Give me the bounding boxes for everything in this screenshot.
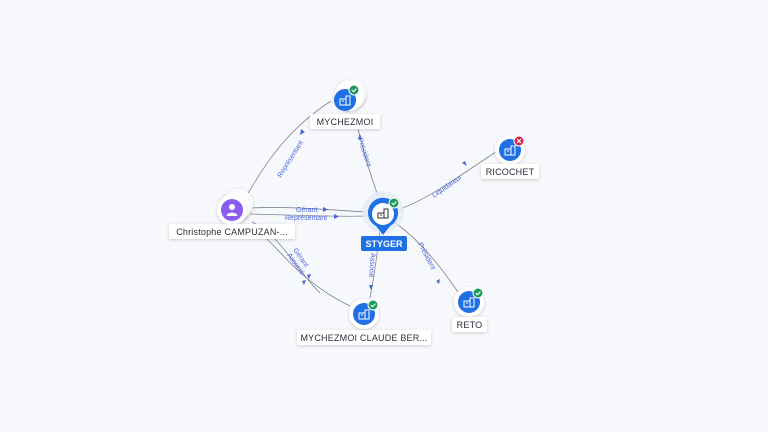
node-label: RICOCHET xyxy=(486,167,535,177)
building-icon xyxy=(339,95,351,106)
check-icon xyxy=(391,201,397,206)
check-icon xyxy=(475,291,481,296)
edge-label-liquidateur: Liquidateur xyxy=(431,174,464,200)
building-icon xyxy=(358,309,370,320)
arrow-representant-mid xyxy=(334,214,339,219)
check-icon xyxy=(370,303,376,308)
arrow-president-top xyxy=(358,134,362,139)
node-reto[interactable]: RETO xyxy=(452,287,487,332)
node-person[interactable]: Christophe CAMPUZAN-... xyxy=(169,189,295,239)
node-label: Christophe CAMPUZAN-... xyxy=(176,227,288,237)
edge-label-president-top: Président xyxy=(356,137,372,167)
person-icon xyxy=(226,204,238,216)
node-mychezmoi-claude-ber[interactable]: MYCHEZMOI CLAUDE BER... xyxy=(297,299,431,345)
arrow-gerant-lower xyxy=(307,274,311,279)
edge-person-styger-representant[interactable] xyxy=(249,213,367,217)
arrow-associe-styger xyxy=(369,285,373,290)
arrow-liquidateur xyxy=(462,161,467,166)
node-ricochet[interactable]: RICOCHET xyxy=(481,135,539,179)
edge-styger-reto[interactable] xyxy=(393,221,459,293)
node-mychezmoi[interactable]: MYCHEZMOI xyxy=(310,79,380,129)
edge-label-associe-styger: Associé xyxy=(367,253,376,278)
edge-label-president-reto: Président xyxy=(416,242,436,271)
building-icon xyxy=(504,145,516,156)
building-icon xyxy=(463,297,475,308)
active-badge xyxy=(388,197,400,209)
close-icon xyxy=(516,138,522,144)
active-badge xyxy=(367,299,379,311)
center-label-box xyxy=(361,236,407,251)
edge-styger-ricochet[interactable] xyxy=(396,151,497,211)
edge-arrows xyxy=(300,129,467,290)
arrow-gerant xyxy=(323,207,328,212)
active-badge xyxy=(348,84,360,96)
arrow-associe-lower xyxy=(302,280,306,285)
center-label: STYGER xyxy=(365,239,403,249)
edge-label-representant-mid: Représentant xyxy=(285,215,327,222)
node-styger-center[interactable]: STYGER xyxy=(361,191,407,251)
edge-person-styger-gerant[interactable] xyxy=(249,207,367,213)
node-label: MYCHEZMOI xyxy=(317,117,374,127)
edge-label-gerant: Gérant xyxy=(296,207,317,214)
node-label: RETO xyxy=(457,320,483,330)
edge-person-mychezmoi[interactable] xyxy=(243,100,332,201)
check-icon xyxy=(351,88,357,93)
arrow-representant-top xyxy=(300,129,305,135)
arrow-president-reto xyxy=(436,279,440,284)
node-label: MYCHEZMOI CLAUDE BER... xyxy=(300,333,427,343)
active-badge xyxy=(472,287,484,299)
building-icon xyxy=(377,208,389,219)
